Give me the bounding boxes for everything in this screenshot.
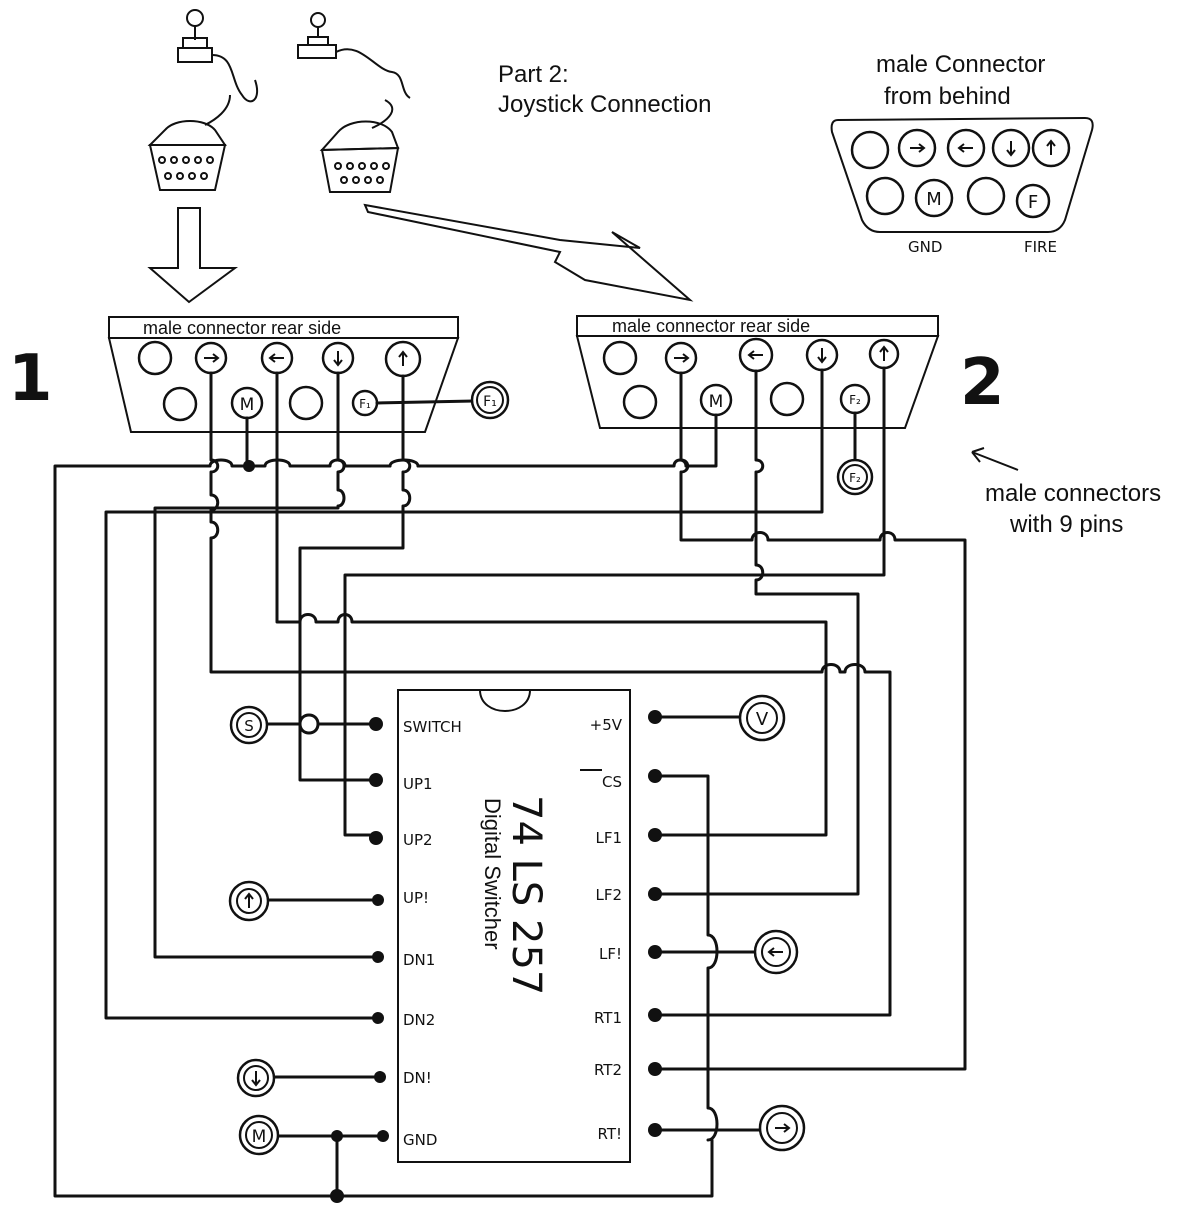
c2-fire-terminal: F₂ <box>836 458 874 496</box>
up-out-terminal <box>228 880 270 922</box>
connector-1-header: male connector rear side <box>143 318 341 338</box>
joystick-1 <box>147 9 259 191</box>
chip-subtitle: Digital Switcher <box>480 798 505 950</box>
pin-dn-out: DN! <box>403 1069 432 1087</box>
ref-pin-up <box>1031 128 1071 168</box>
switch-terminal: S <box>229 705 269 745</box>
svg-text:F₁: F₁ <box>483 394 497 410</box>
joystick-2 <box>297 12 411 193</box>
c1-pin-left <box>260 341 294 375</box>
pin-up1: UP1 <box>403 775 433 793</box>
title-line2: Joystick Connection <box>498 91 711 118</box>
svg-text:F₁: F₁ <box>359 397 371 411</box>
connector-1-number: 1 <box>8 342 53 416</box>
ref-pin-down <box>991 128 1031 168</box>
svg-text:S: S <box>244 717 254 735</box>
svg-text:F₂: F₂ <box>849 471 861 485</box>
c1-pin-up <box>384 340 422 378</box>
connector-1: 1 male connector rear side M F₁ <box>8 316 460 433</box>
c2-pin-right <box>664 341 698 375</box>
title-line1: Part 2: <box>498 61 569 88</box>
pin-lf2: LF2 <box>595 886 622 904</box>
connector-2-number: 2 <box>960 346 1005 420</box>
joystick-plug-2 <box>319 120 400 193</box>
c2-pin-up <box>868 338 900 370</box>
pin-dn1: DN1 <box>403 951 435 969</box>
c1-pin-right <box>194 341 228 375</box>
c1-pin-m: M <box>230 386 264 420</box>
ref-pin-left <box>946 128 986 168</box>
joystick-icon <box>177 9 213 63</box>
gnd-label: GND <box>908 238 942 256</box>
vcc-terminal: V <box>738 694 786 742</box>
chip-name: 74 LS 257 <box>503 795 549 995</box>
c2-pin-f: F₂ <box>839 383 871 415</box>
svg-text:F: F <box>1028 192 1038 213</box>
pin-rt1: RT1 <box>594 1009 622 1027</box>
note-arrow <box>971 447 1019 471</box>
pin-dn2: DN2 <box>403 1011 435 1029</box>
reference-connector: male Connector from behind M F GND FIRE <box>830 51 1094 256</box>
pin-up2: UP2 <box>403 831 433 849</box>
left-out-terminal <box>753 929 799 975</box>
ref-pin-m: M <box>914 178 954 218</box>
reference-title-line2: from behind <box>884 83 1011 110</box>
pin-rt2: RT2 <box>594 1061 622 1079</box>
pin-lf1: LF1 <box>595 829 622 847</box>
pin-lf-out: LF! <box>599 945 622 963</box>
c1-pin-down <box>321 341 355 375</box>
reference-title-line1: male Connector <box>876 51 1045 78</box>
note-line2: with 9 pins <box>1009 511 1123 538</box>
pin-vcc: +5V <box>590 716 623 734</box>
ref-pin-right <box>897 128 937 168</box>
svg-text:M: M <box>926 189 942 210</box>
svg-text:M: M <box>709 392 724 412</box>
ref-pin-f: F <box>1015 183 1051 219</box>
pin-up-out: UP! <box>403 889 429 907</box>
fire-label: FIRE <box>1024 238 1057 256</box>
plug-1-arrow <box>147 207 239 304</box>
joystick-plug-1 <box>147 120 227 191</box>
right-out-terminal <box>758 1104 806 1152</box>
connector-2-header: male connector rear side <box>612 316 810 336</box>
plug-2-arrow <box>363 203 694 302</box>
connector-2: 2 male connector rear side M F₂ <box>575 315 1005 429</box>
pin-gnd: GND <box>403 1131 437 1149</box>
pin-cs: CS <box>602 773 622 791</box>
svg-text:V: V <box>756 709 769 730</box>
wiring <box>53 366 967 1203</box>
c2-pin-m: M <box>699 383 733 417</box>
c1-fire-terminal: F₁ <box>470 380 510 420</box>
ground-terminal: M <box>238 1114 280 1156</box>
down-out-terminal <box>236 1058 276 1098</box>
c1-pin-f: F₁ <box>351 389 379 417</box>
joystick-icon <box>297 12 337 59</box>
svg-text:F₂: F₂ <box>849 393 861 407</box>
pin-rt-out: RT! <box>597 1125 622 1143</box>
c2-pin-left <box>738 337 774 373</box>
c2-pin-down <box>805 338 839 372</box>
chip-74ls257: SWITCH UP1 UP2 UP! DN1 DN2 DN! GND +5V C… <box>397 689 631 1163</box>
pin-switch: SWITCH <box>403 718 462 736</box>
note-line1: male connectors <box>985 480 1161 507</box>
svg-text:M: M <box>240 395 255 415</box>
svg-text:M: M <box>252 1127 267 1147</box>
